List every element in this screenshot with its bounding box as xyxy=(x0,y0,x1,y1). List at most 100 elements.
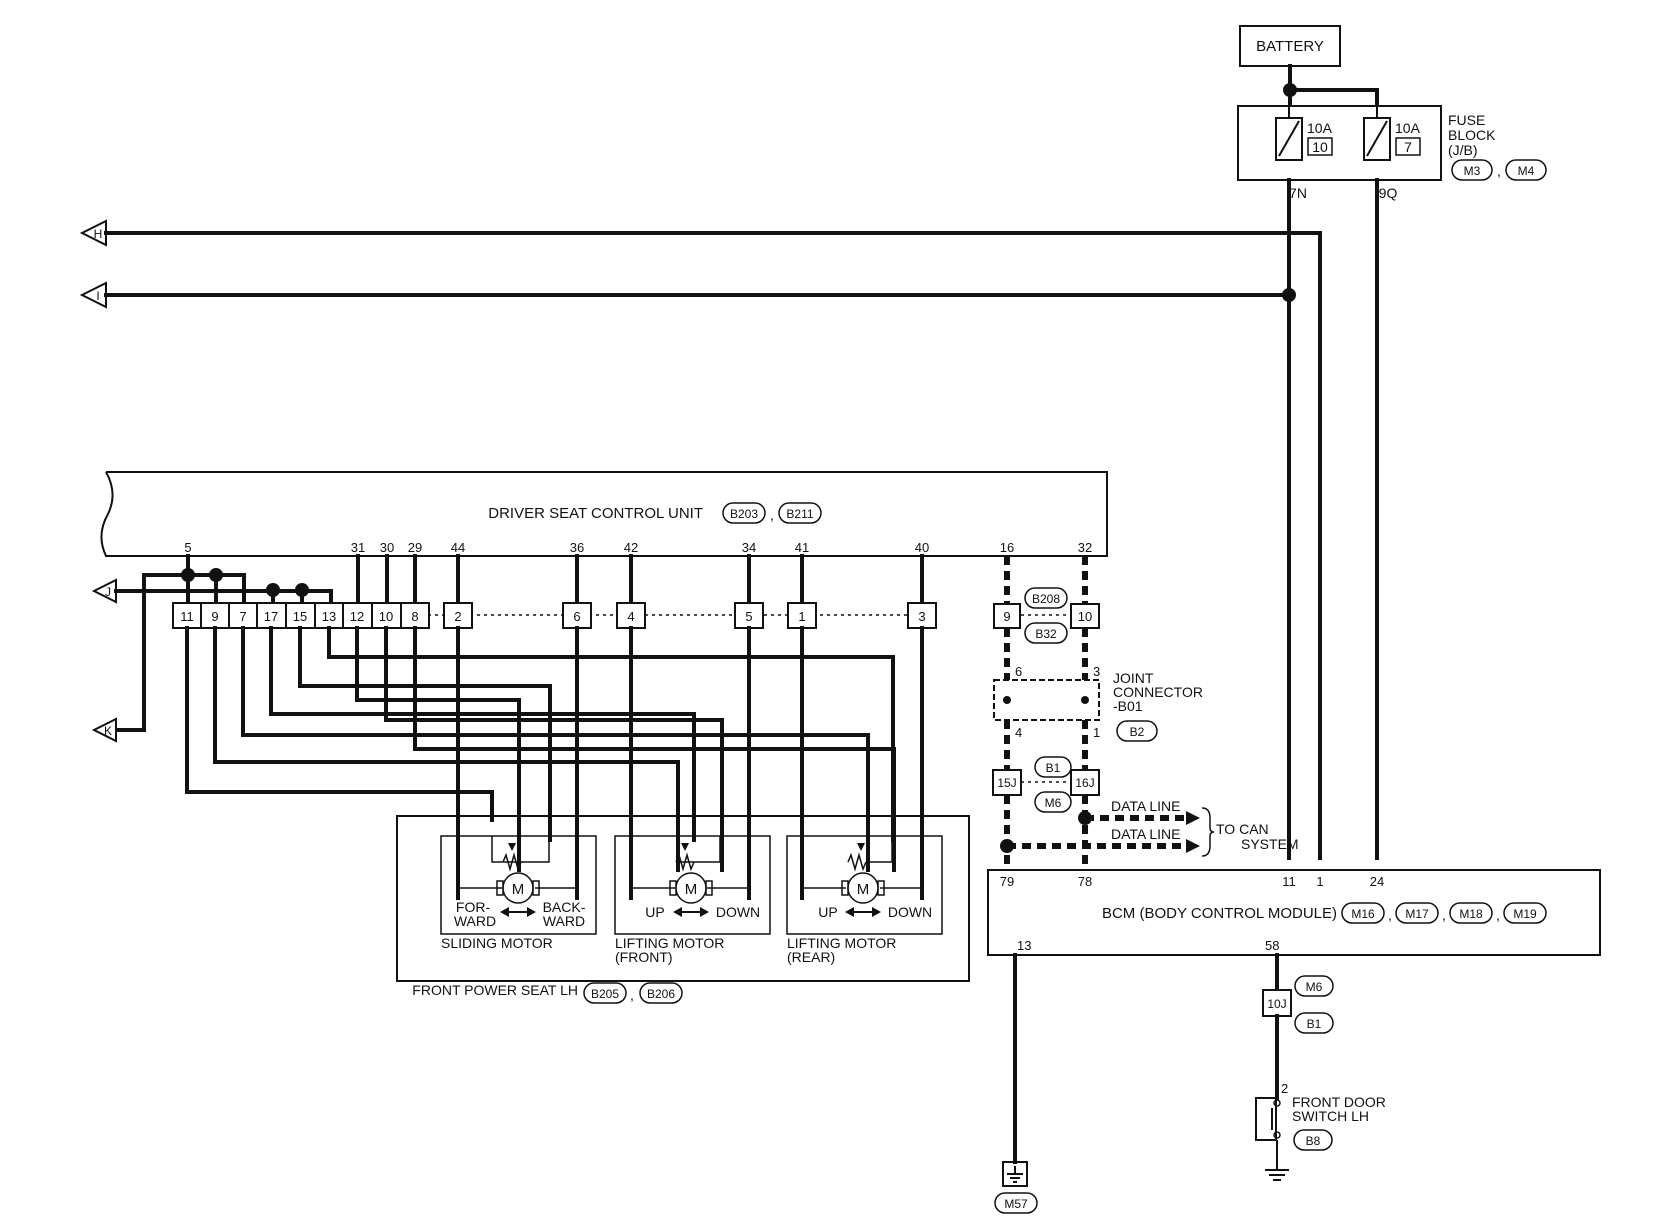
svg-text:3: 3 xyxy=(918,609,925,624)
svg-text:,: , xyxy=(1496,907,1500,923)
svg-text:29: 29 xyxy=(408,540,422,555)
front-power-seat-box xyxy=(396,815,970,982)
lifting-motor-rear: M xyxy=(786,835,943,935)
svg-text:7: 7 xyxy=(239,609,246,624)
bcm-pin-58: 58 xyxy=(1265,938,1279,953)
dscu-pin-labels: 5 31 30 29 44 36 42 34 41 40 16 32 xyxy=(184,540,1092,555)
splice-i xyxy=(1282,288,1296,302)
svg-text:H: H xyxy=(94,227,103,241)
conn-m6: M6 xyxy=(1045,796,1062,810)
svg-text:J: J xyxy=(105,585,111,599)
off-page-i xyxy=(79,281,107,309)
bcm-label: BCM (BODY CONTROL MODULE) xyxy=(1102,905,1337,922)
joint-connector-b01 xyxy=(993,679,1100,721)
svg-text:8: 8 xyxy=(411,609,418,624)
seat-connector-b205: B205 xyxy=(591,987,619,1001)
lifting-rear-up: UP xyxy=(818,904,837,920)
dscu-label: DRIVER SEAT CONTROL UNIT xyxy=(488,505,703,522)
door-switch-label-2: SWITCH LH xyxy=(1292,1108,1369,1124)
svg-text:78: 78 xyxy=(1078,874,1092,889)
bcm-top-pin-labels: 79 78 11 1 24 xyxy=(1000,874,1384,889)
lifting-front-label-2: (FRONT) xyxy=(615,949,673,965)
svg-text:10: 10 xyxy=(1078,609,1092,624)
sliding-motor-label: SLIDING MOTOR xyxy=(441,935,553,951)
sliding-backward-1: BACK- xyxy=(543,899,586,915)
svg-text:41: 41 xyxy=(795,540,809,555)
svg-text:31: 31 xyxy=(351,540,365,555)
svg-text:3: 3 xyxy=(1093,664,1100,679)
svg-text:12: 12 xyxy=(350,609,364,624)
svg-text:42: 42 xyxy=(624,540,638,555)
ground-connector-m57: M57 xyxy=(1004,1197,1028,1211)
inline-conn-10j xyxy=(1262,989,1292,1017)
front-power-seat-label: FRONT POWER SEAT LH xyxy=(412,982,578,998)
svg-text:4: 4 xyxy=(627,609,634,624)
svg-text:1: 1 xyxy=(798,609,805,624)
svg-text:32: 32 xyxy=(1078,540,1092,555)
fuse-connector-m4: M4 xyxy=(1518,164,1535,178)
lifting-rear-label-2: (REAR) xyxy=(787,949,835,965)
lifting-front-label: LIFTING MOTOR xyxy=(615,935,724,951)
terminal-7n: 7N xyxy=(1289,185,1307,201)
bcm-connector-m19: M19 xyxy=(1513,907,1537,921)
bcm-box xyxy=(987,869,1601,956)
svg-text:M: M xyxy=(512,881,525,898)
inline-conn-b208-pin10 xyxy=(1070,603,1100,629)
lifting-rear-label: LIFTING MOTOR xyxy=(787,935,896,951)
conn-b1-lower: B1 xyxy=(1307,1017,1322,1031)
lifting-front-down: DOWN xyxy=(716,904,760,920)
svg-text:1: 1 xyxy=(1093,725,1100,740)
sliding-motor: M xyxy=(440,835,597,935)
data-line-label-1: DATA LINE xyxy=(1111,798,1181,814)
seat-connector-b206: B206 xyxy=(647,987,675,1001)
svg-text:24: 24 xyxy=(1370,874,1384,889)
svg-text:36: 36 xyxy=(570,540,584,555)
svg-text:44: 44 xyxy=(451,540,465,555)
fuse-10-number: 10 xyxy=(1312,139,1328,155)
svg-text:40: 40 xyxy=(915,540,929,555)
lifting-motor-front: M xyxy=(614,835,771,935)
bcm-connector-m17: M17 xyxy=(1405,907,1429,921)
svg-text:79: 79 xyxy=(1000,874,1014,889)
conn-b32: B32 xyxy=(1035,627,1057,641)
bcm-pin-13: 13 xyxy=(1017,938,1031,953)
door-switch-pin: 2 xyxy=(1281,1081,1288,1096)
terminal-9q: 9Q xyxy=(1379,185,1398,201)
sliding-forward-2: WARD xyxy=(454,913,496,929)
fuse-7-number: 7 xyxy=(1404,139,1412,155)
svg-text:I: I xyxy=(96,289,99,303)
svg-text:,: , xyxy=(1388,907,1392,923)
svg-text:9: 9 xyxy=(1003,609,1010,624)
svg-text:13: 13 xyxy=(322,609,336,624)
svg-text:30: 30 xyxy=(380,540,394,555)
joint-connector-label-2: CONNECTOR xyxy=(1113,684,1203,700)
joint-connector-label-3: -B01 xyxy=(1113,698,1143,714)
lifting-front-up: UP xyxy=(645,904,664,920)
svg-text:4: 4 xyxy=(1015,725,1022,740)
svg-text:6: 6 xyxy=(573,609,580,624)
svg-text:K: K xyxy=(104,724,112,738)
fuse-block xyxy=(1237,105,1442,181)
conn-b208: B208 xyxy=(1032,592,1060,606)
svg-text:5: 5 xyxy=(184,540,191,555)
svg-text:,: , xyxy=(770,507,774,523)
ground-icon xyxy=(1002,1161,1028,1187)
door-switch-label-1: FRONT DOOR xyxy=(1292,1094,1386,1110)
svg-text:,: , xyxy=(1497,163,1501,179)
dscu-connector-b211: B211 xyxy=(786,507,813,521)
conn-b1: B1 xyxy=(1046,761,1061,775)
svg-text:1: 1 xyxy=(1316,874,1323,889)
svg-text:16J: 16J xyxy=(1075,776,1094,790)
fuse-7-rating: 10A xyxy=(1395,120,1421,136)
bcm-connector-m16: M16 xyxy=(1351,907,1375,921)
svg-text:,: , xyxy=(1442,907,1446,923)
svg-text:16: 16 xyxy=(1000,540,1014,555)
svg-text:15J: 15J xyxy=(997,776,1016,790)
svg-text:11: 11 xyxy=(180,609,194,624)
off-page-k xyxy=(91,717,117,743)
svg-text:5: 5 xyxy=(745,609,752,624)
svg-text:2: 2 xyxy=(454,609,461,624)
svg-text:M: M xyxy=(857,881,870,898)
svg-text:11: 11 xyxy=(1282,874,1296,889)
